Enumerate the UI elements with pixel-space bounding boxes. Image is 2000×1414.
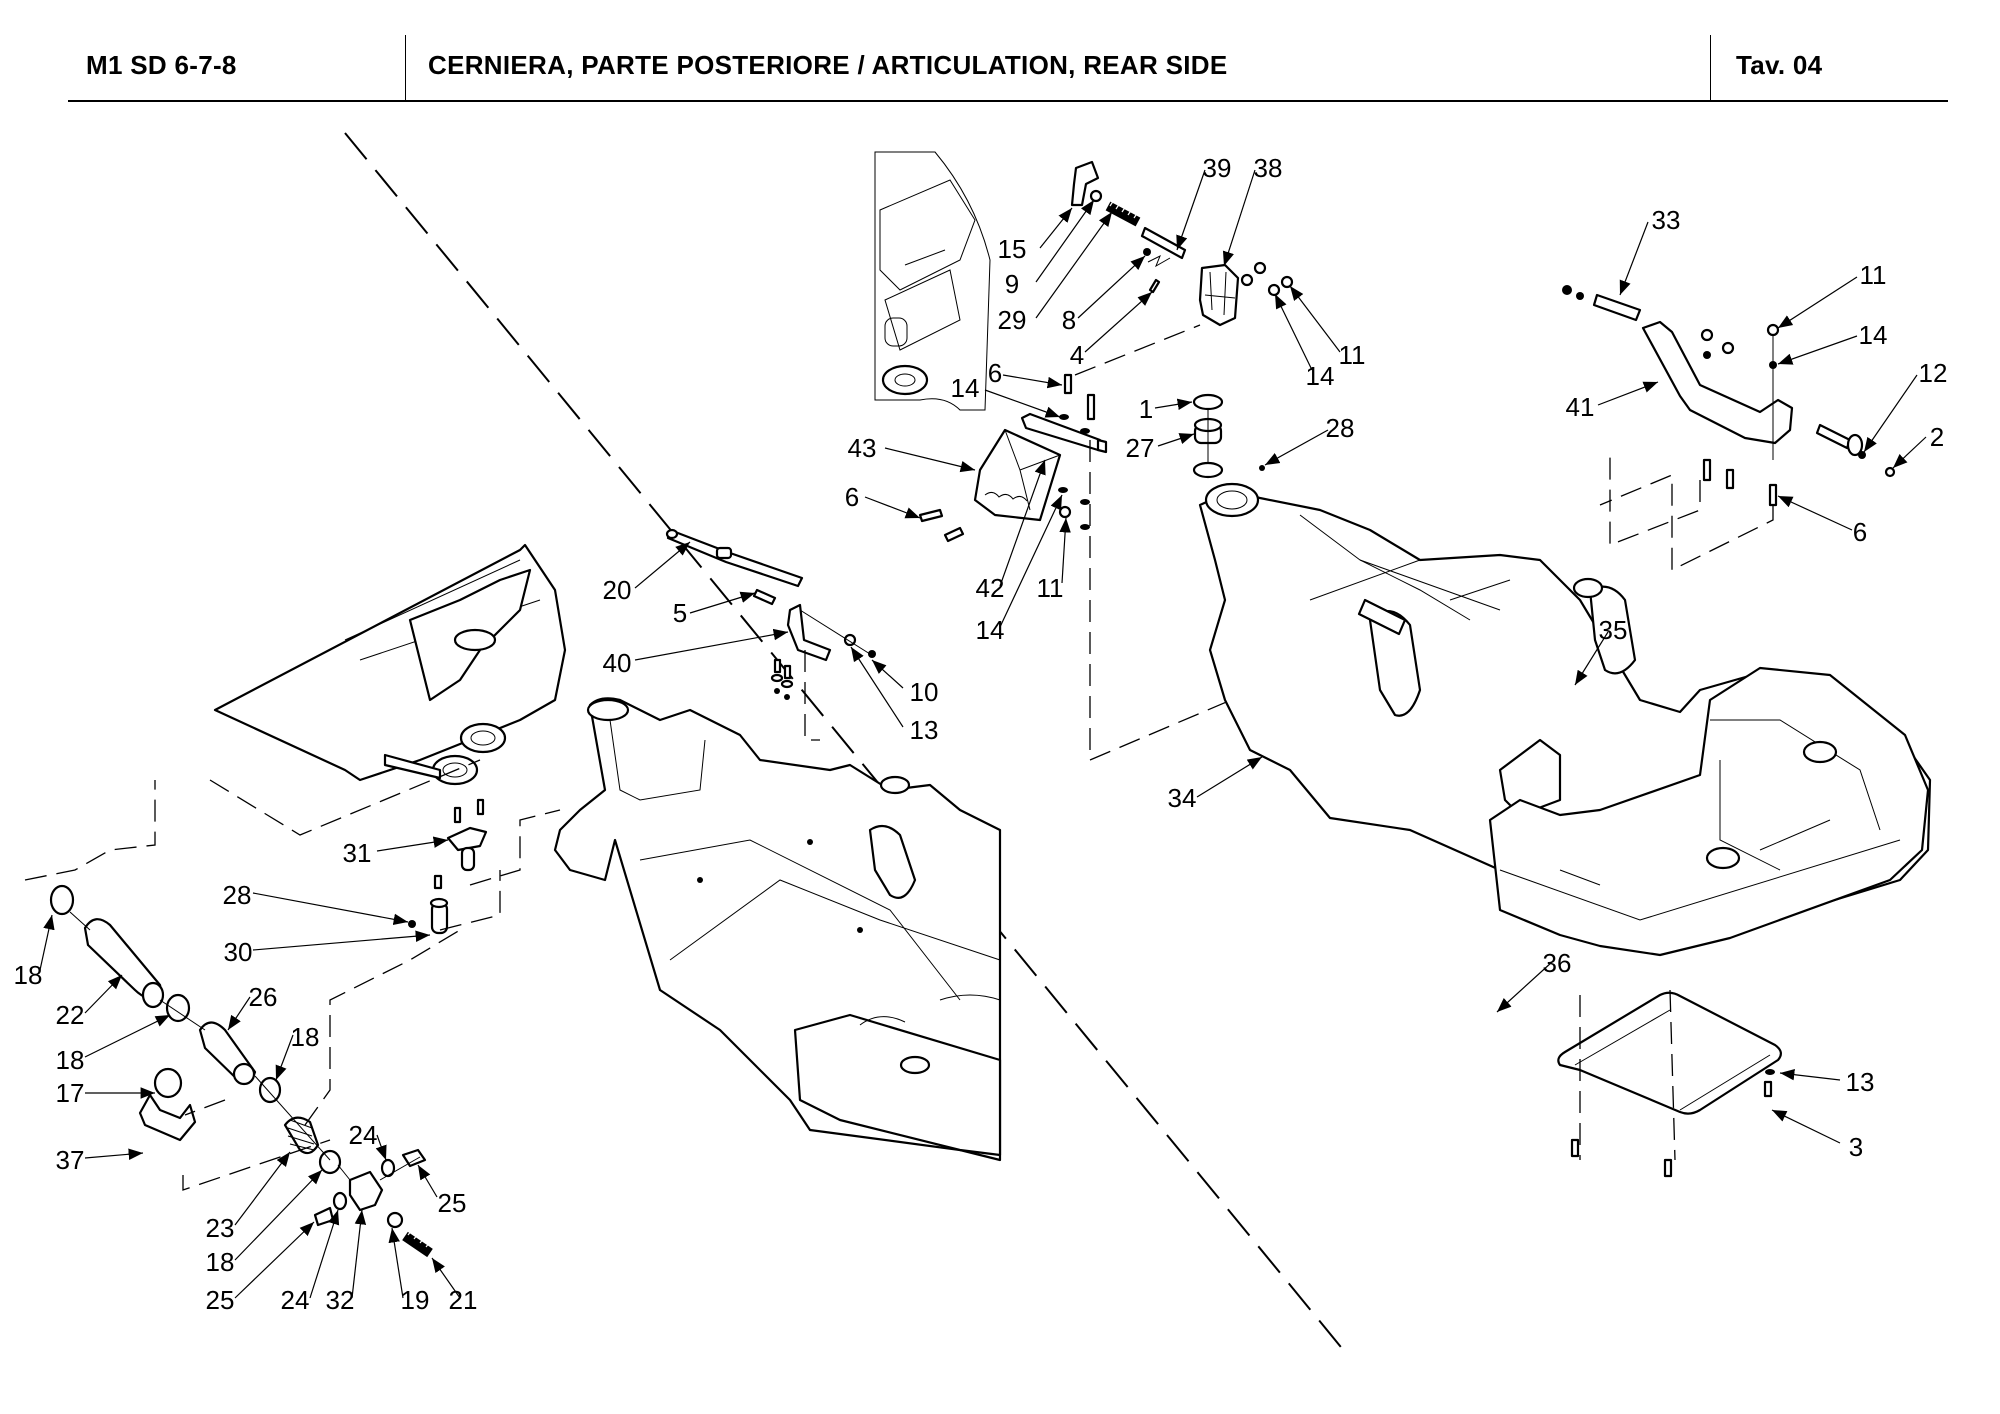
callout-29: 29 [998,305,1027,335]
callout-27: 27 [1126,433,1155,463]
part-40-bracket [786,603,832,662]
part-39-pin [1140,226,1187,260]
bearing-stack [1192,393,1265,479]
screw-6 [1063,373,1073,395]
title-block: M1 SD 6-7-8 CERNIERA, PARTE POSTERIORE /… [0,0,2000,102]
callout-26: 26 [249,982,278,1012]
callout-11: 11 [1860,260,1887,290]
part-21-spring [402,1229,433,1258]
gas-strut-group [665,528,876,741]
part-4-pin [1148,278,1161,294]
part-41-support-bracket [1562,285,1896,572]
callout-12: 12 [1919,358,1948,388]
callout-31: 31 [343,838,372,868]
part-17-clamp [153,1067,183,1099]
pivot-parts [408,798,561,935]
part-36-cover-plate [1557,989,1782,1178]
part-32-valve-body [348,1170,384,1212]
part-18-clamp [49,884,75,916]
inset-detail-view [874,151,991,411]
callout-39: 39 [1203,153,1232,183]
callout-1: 1 [1139,394,1153,424]
callout-leaders [39,169,1927,1299]
callout-labels: 15 9 29 8 4 39 38 14 11 6 14 43 6 1 27 2… [14,153,1948,1315]
callout-13: 13 [910,715,939,745]
callout-24: 24 [281,1285,310,1315]
callout-13: 13 [1846,1067,1875,1097]
center-frame [553,697,1002,1162]
callout-14: 14 [1859,320,1888,350]
callout-34: 34 [1168,783,1197,813]
callout-11: 11 [1339,340,1366,370]
part-35-counterweight [1488,666,1930,957]
callout-18: 18 [56,1045,85,1075]
callout-41: 41 [1566,392,1595,422]
callout-38: 38 [1254,153,1283,183]
storage-box-assembly [918,324,1291,761]
callout-37: 37 [56,1145,85,1175]
callout-25: 25 [206,1285,235,1315]
part-31-bracket [446,826,488,852]
part-33-pin [1592,293,1642,322]
hose-group [24,780,461,1258]
screw-6b [1086,393,1096,421]
callout-24: 24 [349,1120,378,1150]
part-9-ball [1089,189,1103,203]
part-5-pin [752,588,777,606]
callout-36: 36 [1543,948,1572,978]
callout-6: 6 [988,358,1002,388]
part-38-bracket [1198,263,1240,327]
callout-5: 5 [673,598,687,628]
callout-18: 18 [206,1247,235,1277]
callout-15: 15 [998,234,1027,264]
callout-28: 28 [223,880,252,910]
callout-10: 10 [910,677,939,707]
callout-25: 25 [438,1188,467,1218]
callout-19: 19 [401,1285,430,1315]
title-divider-left [405,35,406,101]
table-number: Tav. 04 [1736,50,1823,80]
part-15-lever [1070,160,1100,207]
callout-30: 30 [224,937,253,967]
callout-6: 6 [1853,517,1867,547]
callout-21: 21 [449,1285,478,1315]
callout-9: 9 [1005,269,1019,299]
callout-18: 18 [14,960,43,990]
callout-14: 14 [976,615,1005,645]
latch-assembly [1070,160,1294,327]
callout-28: 28 [1326,413,1355,443]
callout-6: 6 [845,482,859,512]
part-29-spring [1105,199,1141,227]
callout-40: 40 [603,648,632,678]
callout-43: 43 [848,433,877,463]
part-8-ball [1143,248,1151,256]
callout-42: 42 [976,573,1005,603]
page-title: CERNIERA, PARTE POSTERIORE / ARTICULATIO… [428,50,1228,80]
part-20-gas-strut [666,528,804,588]
title-divider-right [1710,35,1711,101]
callout-4: 4 [1070,340,1084,370]
callout-35: 35 [1599,615,1628,645]
part-43-box [973,428,1062,522]
front-articulation-view [209,543,567,836]
callout-18: 18 [291,1022,320,1052]
model-code: M1 SD 6-7-8 [86,50,237,80]
header-rule [68,100,1948,102]
callout-8: 8 [1062,305,1076,335]
callout-20: 20 [603,575,632,605]
callout-11: 11 [1037,573,1064,603]
callout-22: 22 [56,1000,85,1030]
callout-14: 14 [951,373,980,403]
callout-33: 33 [1652,205,1681,235]
callout-2: 2 [1930,422,1944,452]
part-1-circlip [1192,393,1224,411]
part-37-guard [138,1093,197,1142]
callout-14: 14 [1306,361,1335,391]
callout-23: 23 [206,1213,235,1243]
view-separator-line [344,132,1346,1353]
callout-3: 3 [1849,1132,1863,1162]
callout-32: 32 [326,1285,355,1315]
part-23-bellows [283,1116,320,1155]
callout-17: 17 [56,1078,85,1108]
